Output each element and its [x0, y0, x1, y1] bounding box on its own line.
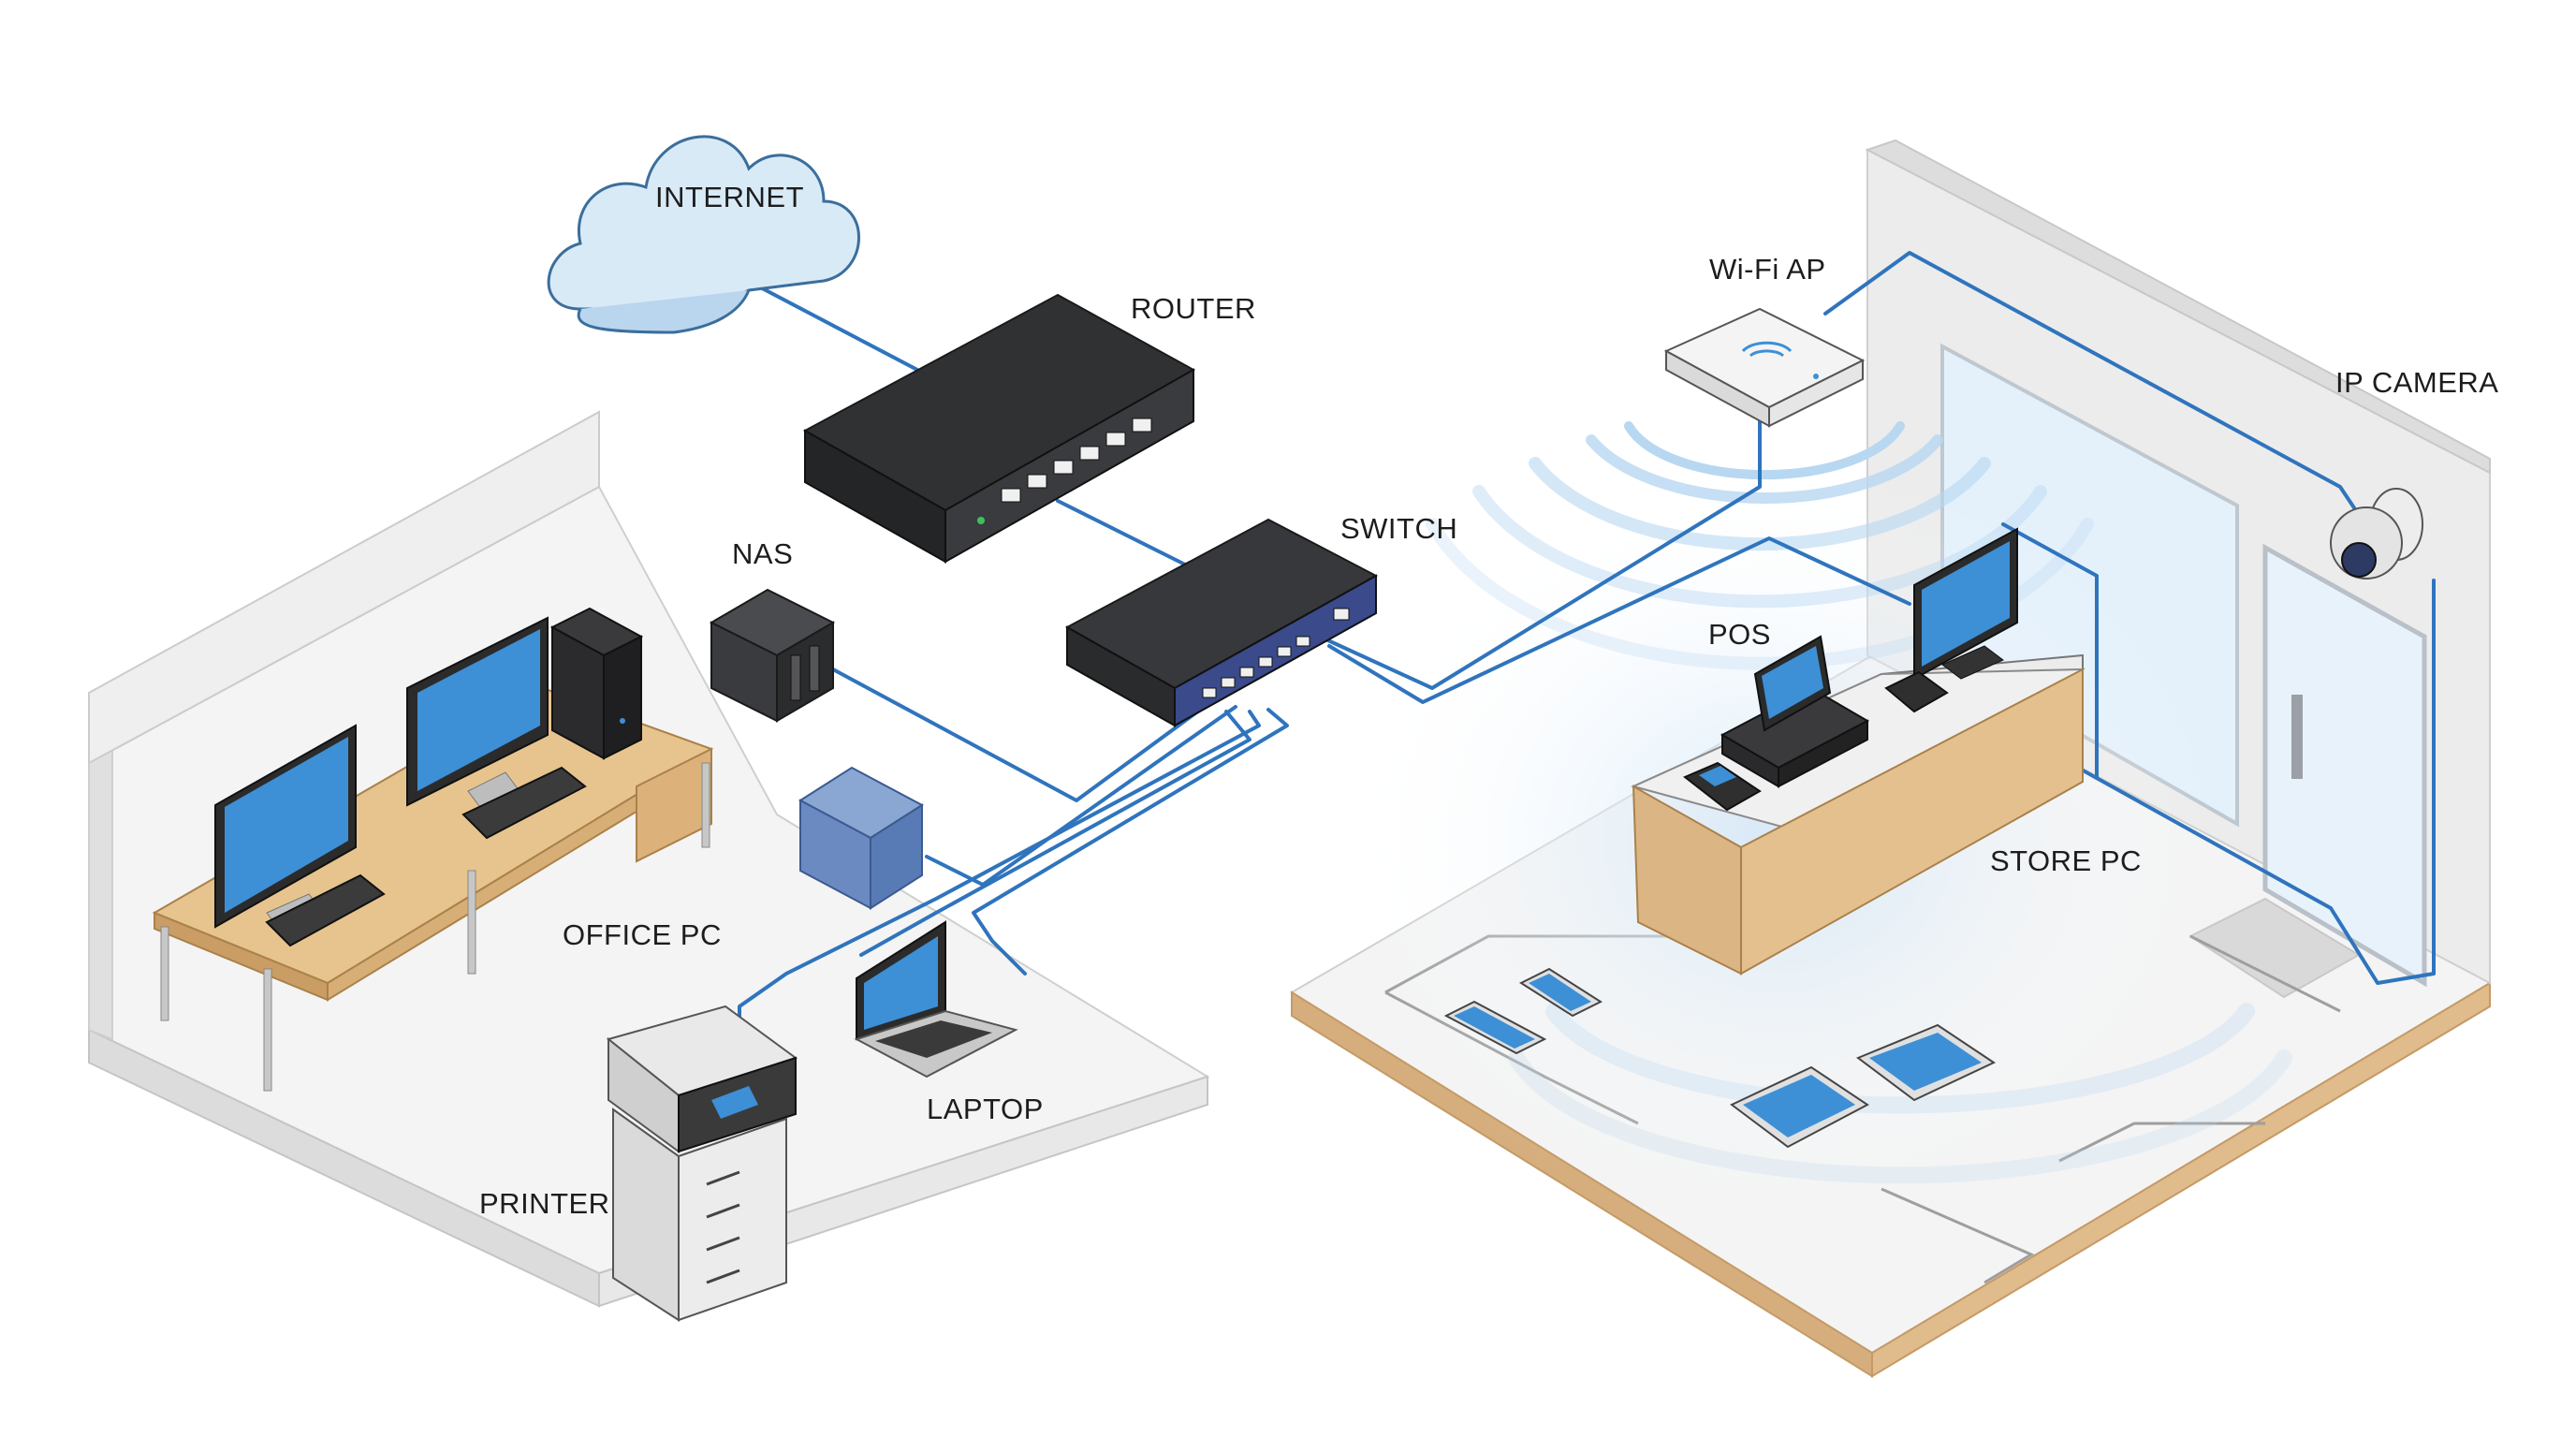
tablet-1 — [1730, 1065, 1869, 1149]
card-reader — [1683, 761, 1762, 812]
cable-storepc-camera — [2076, 579, 2436, 985]
label-router: ROUTER — [1131, 292, 1256, 325]
office-keyboard-1 — [265, 873, 386, 947]
store-pc-monitor — [1913, 527, 2018, 681]
office-keyboard-2 — [461, 766, 587, 840]
office-tower — [549, 607, 644, 760]
cable-switch-laptop — [972, 708, 1289, 976]
phone-1 — [1443, 1000, 1547, 1055]
office-monitor-2 — [406, 616, 549, 811]
cable-switch-nas — [831, 668, 1219, 802]
floor-marking — [2189, 934, 2341, 1013]
store-door — [2262, 543, 2427, 988]
cable-switch-pc1 — [859, 710, 1251, 957]
server-box — [798, 766, 924, 910]
label-laptop: LAPTOP — [927, 1093, 1044, 1125]
network-cables — [728, 251, 2436, 1032]
label-switch: SWITCH — [1340, 512, 1458, 545]
cable-switch-pos — [1327, 536, 1911, 704]
printer-device — [606, 1005, 798, 1322]
cable-storepc-wall — [2001, 522, 2099, 779]
label-printer: PRINTER — [479, 1187, 610, 1220]
store-floor-edge-right — [1871, 981, 2491, 1378]
floor-marking — [2058, 1122, 2265, 1163]
cable-switch-ap — [1318, 410, 1762, 690]
nas-device — [709, 588, 836, 723]
cable-switch-printer — [738, 710, 1261, 1032]
label-store-pc: STORE PC — [1990, 844, 2142, 877]
door-handle — [2291, 695, 2303, 779]
label-wifi-ap: Wi-Fi AP — [1709, 253, 1826, 286]
internet-cloud — [547, 135, 860, 334]
switch-ports — [1202, 608, 1350, 698]
router-ports — [1001, 418, 1152, 503]
label-office-pc: OFFICE PC — [563, 918, 722, 951]
store-scanner — [1884, 670, 1949, 713]
switch-device — [1064, 518, 1379, 727]
router-device — [802, 293, 1196, 564]
phone-2 — [1518, 967, 1603, 1018]
pos-terminal — [1720, 635, 1870, 788]
office-back-wall-top — [88, 410, 600, 765]
wifi-ap-device — [1663, 307, 1866, 428]
cable-router-switch — [1056, 499, 1191, 568]
label-internet: INTERNET — [655, 181, 804, 213]
label-pos: POS — [1708, 618, 1771, 651]
store-wall-top — [1865, 139, 2491, 475]
floor-marking — [1881, 1187, 2035, 1284]
cable-switch-server — [925, 705, 1237, 887]
ip-camera-device — [2330, 488, 2423, 580]
tablet-2 — [1855, 1023, 1997, 1102]
laptop-device — [854, 920, 1018, 1078]
label-ip-camera: IP CAMERA — [2335, 366, 2499, 399]
label-nas: NAS — [732, 537, 794, 570]
